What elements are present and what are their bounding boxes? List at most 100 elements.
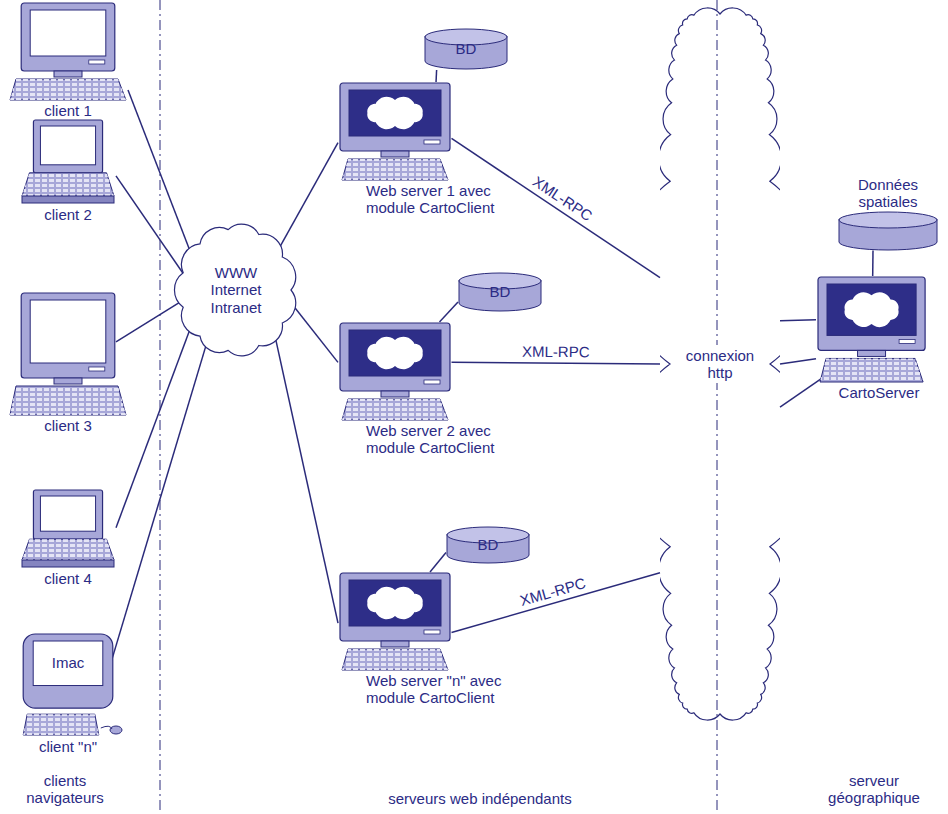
- shape-outline: [20, 118, 116, 206]
- cloud-outline: [660, 8, 780, 720]
- screen: [349, 330, 441, 376]
- node-label: BD: [490, 283, 511, 300]
- screen: [349, 90, 441, 136]
- network-cloud: connexion http: [660, 4, 780, 724]
- column-label: clients navigateurs: [6, 772, 124, 807]
- connector-line: [780, 319, 816, 321]
- node-label: connexion http: [680, 345, 760, 384]
- keyboard-keys: [22, 173, 114, 196]
- shape-outline: [338, 82, 510, 182]
- connector-line: [277, 143, 338, 252]
- shape-outline: [338, 572, 510, 672]
- monitor: [340, 573, 450, 641]
- server-computer: Web server "n" avec module CartoClient: [338, 572, 510, 707]
- screen-cloud: [367, 587, 423, 619]
- monitor: [818, 277, 925, 350]
- connector-line: [116, 176, 184, 275]
- screen: [30, 10, 106, 56]
- database-cylinder: BD: [446, 526, 530, 564]
- connector-line: [430, 553, 446, 572]
- client-computer: Imac client "n": [12, 632, 124, 755]
- server-computer: Web server 1 avec module CartoClient: [338, 82, 510, 217]
- client-computer: client 3: [8, 292, 128, 434]
- network-cloud: WWW Internet Intranet: [172, 220, 300, 360]
- node-label: Données spatiales: [838, 176, 938, 211]
- node-label: BD: [478, 536, 499, 553]
- keyboard: [10, 386, 126, 415]
- client-computer: client 1: [8, 2, 128, 119]
- monitor-stand: [381, 391, 409, 397]
- keyboard-keys: [22, 539, 114, 560]
- monitor-stand: [54, 378, 82, 384]
- connector-line: [116, 324, 192, 527]
- connector-line: [452, 362, 660, 364]
- node-label: CartoServer: [816, 384, 942, 401]
- monitor-stand: [54, 71, 82, 77]
- node-label: client 4: [20, 570, 116, 587]
- laptop-screen: [40, 496, 95, 531]
- screen: [30, 300, 106, 363]
- laptop-edge: [22, 560, 114, 567]
- node-label: BD: [456, 40, 477, 57]
- monitor-stand: [381, 151, 409, 157]
- connector-line: [452, 573, 660, 633]
- laptop-edge: [22, 196, 114, 203]
- edge-label: XML-RPC: [522, 342, 590, 360]
- column-label: serveurs web indépendants: [330, 790, 630, 807]
- keyboard-keys: [10, 79, 126, 100]
- connector-line: [435, 70, 437, 82]
- keyboard: [820, 358, 923, 382]
- keyboard: [342, 649, 448, 670]
- keyboard: [23, 714, 99, 735]
- shape-outline: [12, 632, 124, 738]
- node-label: client 3: [8, 417, 128, 434]
- shape-outline: [816, 276, 942, 384]
- node-label: WWW Internet Intranet: [200, 264, 272, 316]
- cloud-outline: [174, 224, 295, 356]
- database-cylinder: Données spatiales: [838, 176, 938, 251]
- node-label: client 2: [20, 206, 116, 223]
- monitor-button: [424, 380, 440, 384]
- database-cylinder: BD: [424, 28, 508, 70]
- monitor-stand: [381, 641, 409, 647]
- keyboard: [342, 159, 448, 180]
- node-label: Web server 1 avec module CartoClient: [338, 182, 510, 217]
- monitor: [340, 323, 450, 391]
- connector-line: [116, 300, 183, 341]
- connector-line: [872, 251, 874, 277]
- connector-line: [289, 300, 338, 362]
- node-label: Web server "n" avec module CartoClient: [338, 672, 510, 707]
- cylinder-top: [839, 212, 937, 228]
- keyboard: [342, 399, 448, 420]
- connector-line: [274, 332, 338, 623]
- shape-outline: [8, 292, 128, 417]
- screen-cloud: [367, 97, 423, 129]
- keyboard-keys: [342, 159, 448, 180]
- node-label: Imac: [12, 654, 124, 671]
- connector-line: [780, 359, 816, 364]
- shape-outline: [838, 211, 938, 251]
- monitor-button: [89, 60, 105, 64]
- laptop-lid: [33, 490, 102, 539]
- laptop-screen: [40, 126, 95, 165]
- keyboard-keys: [342, 399, 448, 420]
- separator-line: [717, 0, 718, 814]
- shape-outline: [8, 2, 128, 102]
- column-label: serveur géographique: [812, 772, 936, 807]
- screen: [827, 284, 916, 335]
- server-computer: CartoServer: [816, 276, 942, 401]
- node-label: client "n": [12, 738, 124, 755]
- client-computer: client 2: [20, 118, 116, 223]
- client-computer: client 4: [20, 488, 116, 587]
- mouse-cord: [101, 726, 112, 729]
- screen: [349, 580, 441, 626]
- monitor: [21, 293, 115, 378]
- screen-cloud: [844, 292, 898, 327]
- screen-cloud: [367, 337, 423, 369]
- node-label: Web server 2 avec module CartoClient: [338, 422, 510, 457]
- shape-outline: [338, 322, 510, 422]
- monitor: [340, 83, 450, 151]
- keyboard-keys: [23, 714, 99, 735]
- monitor-button: [424, 630, 440, 634]
- node-label: client 1: [8, 102, 128, 119]
